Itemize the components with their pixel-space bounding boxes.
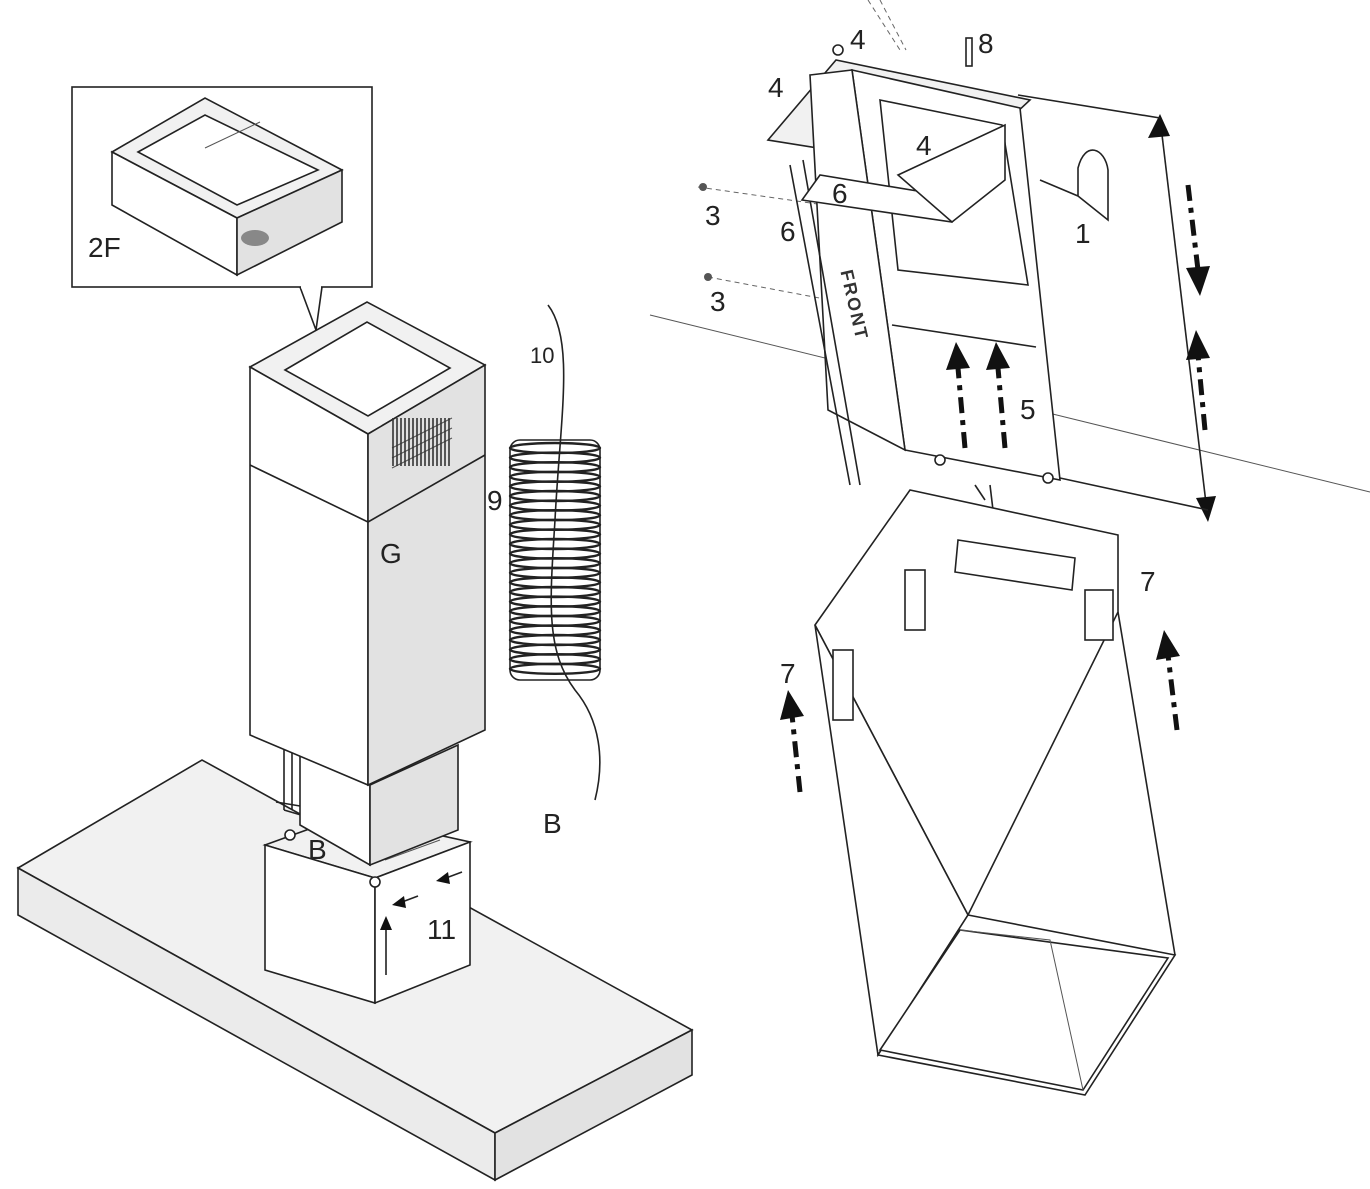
label-b-right: B xyxy=(543,808,562,839)
mounting-frame xyxy=(766,37,1061,511)
label-4-left: 4 xyxy=(768,72,784,103)
label-8: 8 xyxy=(978,28,994,59)
label-11: 11 xyxy=(427,914,457,945)
label-6-inner: 6 xyxy=(832,178,848,209)
power-cable xyxy=(547,304,601,801)
lower-chimney-section xyxy=(814,489,1177,1096)
label-7-left: 7 xyxy=(780,658,796,689)
label-b-left: B xyxy=(308,834,327,865)
movement-arrows xyxy=(780,184,1210,793)
label-4-center: 4 xyxy=(916,130,932,161)
filter-callout xyxy=(71,86,373,331)
label-4-top: 4 xyxy=(850,24,866,55)
lower-chimney xyxy=(299,738,459,867)
label-9: 9 xyxy=(487,485,503,516)
label-2f: 2F xyxy=(88,232,121,263)
flexible-duct xyxy=(508,439,602,681)
label-3-bottom: 3 xyxy=(710,286,726,317)
upper-chimney xyxy=(248,301,487,787)
label-6-outer: 6 xyxy=(780,216,796,247)
label-5: 5 xyxy=(1020,394,1036,425)
label-1: 1 xyxy=(1075,218,1091,249)
label-g: G xyxy=(380,538,402,569)
label-7-right: 7 xyxy=(1140,566,1156,597)
dimension-arrows xyxy=(1017,94,1216,522)
label-10: 10 xyxy=(530,343,555,368)
bracket-1 xyxy=(1039,149,1109,222)
duct-rib xyxy=(508,662,602,675)
label-3-top: 3 xyxy=(705,200,721,231)
